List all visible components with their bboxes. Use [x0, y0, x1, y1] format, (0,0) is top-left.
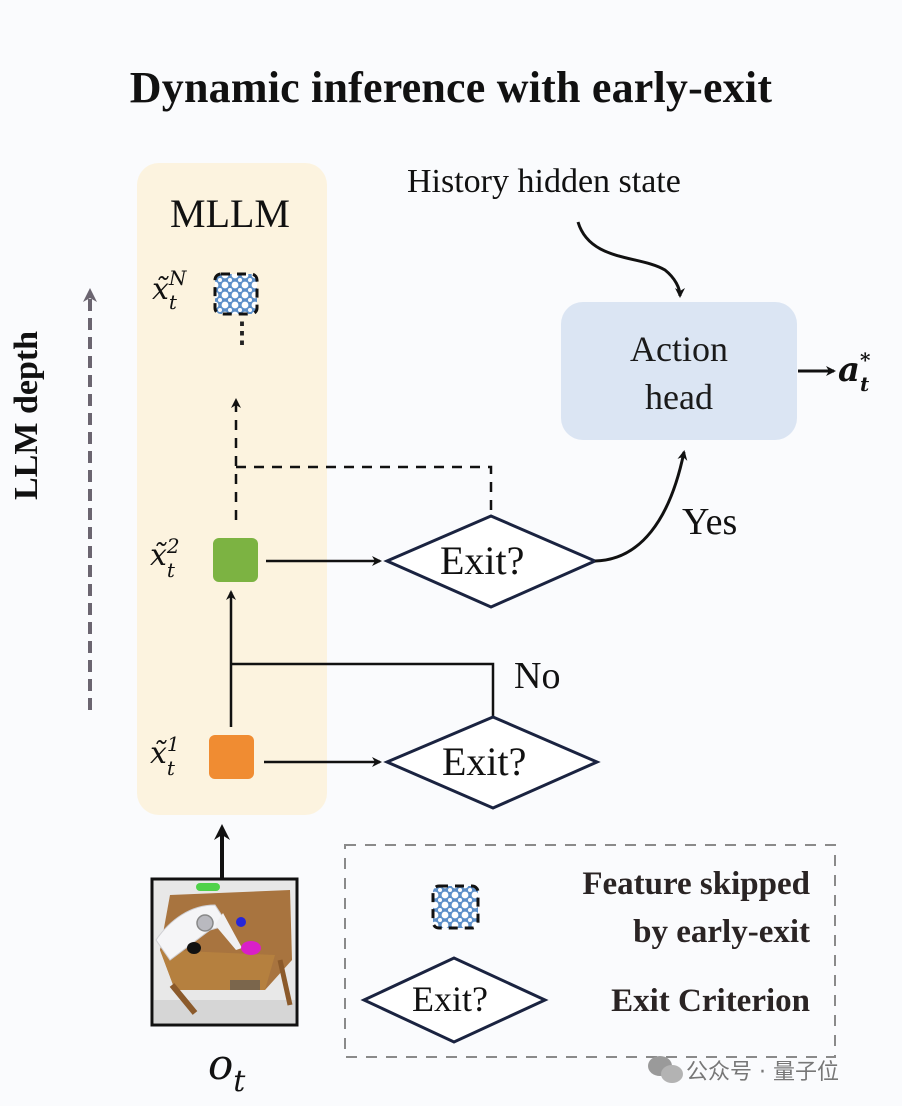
mllm-label: MLLM [170, 191, 290, 236]
legend-skipped-icon [431, 884, 480, 930]
legend-skipped-line1: Feature skipped [582, 866, 810, 902]
legend-skipped-text: Feature skipped by early-exit [500, 860, 810, 956]
watermark-text: 公众号 · 量子位 [686, 1060, 839, 1085]
diagram-title: Dynamic inference with early-exit [129, 63, 773, 112]
feature-1-base: x̃ [150, 736, 167, 771]
mllm-panel [137, 163, 327, 815]
action-head-label: Action head [561, 325, 797, 421]
observation-base: o [208, 1040, 234, 1089]
action-output-sup: * [860, 348, 871, 372]
action-output-sub: t [860, 372, 870, 396]
action-head-line2: head [645, 377, 713, 417]
feature-1-sub: t [166, 756, 175, 780]
action-output-base: a [838, 350, 861, 390]
feature-n-sup: N [168, 266, 187, 290]
observation-sub: t [233, 1064, 246, 1099]
feature-2-sup: 2 [166, 534, 180, 558]
feature-1-sup: 1 [166, 732, 180, 756]
ellipsis: ⋮ [228, 318, 256, 349]
feature-n-skipped-box [213, 272, 259, 316]
feature-1-box [209, 735, 254, 779]
action-output-label: a*t [838, 348, 871, 396]
yes-arrow [594, 450, 688, 563]
llm-depth-label: LLM depth [8, 330, 45, 500]
feature-n-base: x̃ [152, 272, 169, 307]
no-branch-path [231, 662, 495, 717]
wechat-icon [648, 1056, 683, 1083]
observation-label: ot [208, 1040, 245, 1099]
observation-image [150, 877, 299, 1027]
feature-n-sub: t [168, 290, 177, 314]
legend-exit-shape-label: Exit? [412, 979, 488, 1019]
history-arrow [576, 221, 685, 298]
exit-label-bottom: Exit? [442, 739, 527, 784]
legend-skipped-line2: by early-exit [633, 914, 810, 950]
yes-label: Yes [682, 501, 738, 543]
exit-label-top: Exit? [440, 538, 525, 583]
legend-box [344, 844, 836, 1058]
dashed-continue-path [236, 465, 493, 516]
legend-exit-diamond [360, 956, 549, 1044]
feature-2-base: x̃ [150, 538, 167, 573]
action-head-box [561, 302, 797, 440]
no-label: No [514, 655, 561, 697]
legend-exit-criterion-text: Exit Criterion [611, 983, 810, 1019]
feature-2-sub: t [166, 558, 175, 582]
history-hidden-state-label: History hidden state [407, 163, 681, 200]
feature-2-box [213, 538, 258, 582]
exit-diamond-bottom [383, 715, 601, 810]
action-head-line1: Action [630, 329, 728, 369]
